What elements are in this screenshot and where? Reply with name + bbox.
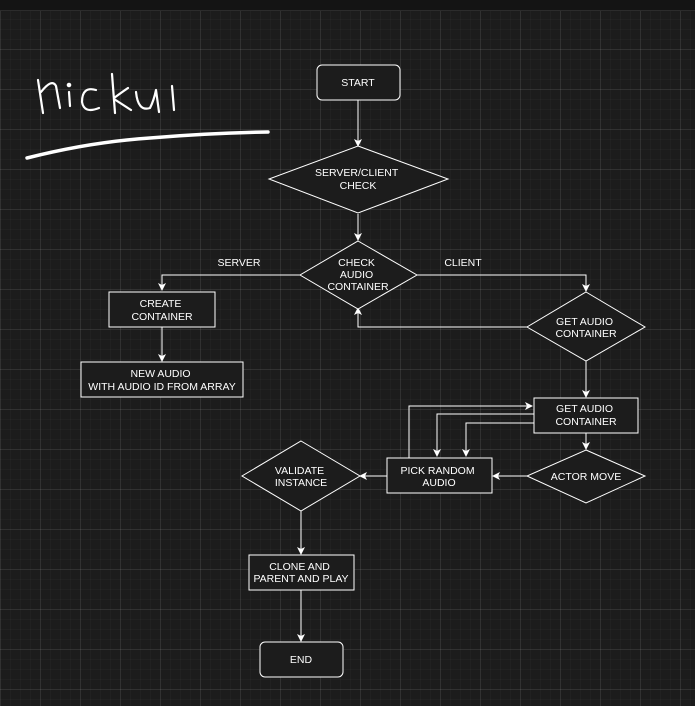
get-audio-container-label: GET AUDIO CONTAINER — [555, 403, 616, 428]
end-label: END — [290, 654, 313, 666]
server-edge-label: SERVER — [218, 257, 261, 269]
check-audio-container-label: CHECK AUDIO CONTAINER — [327, 257, 388, 293]
edge-check-audio-server — [158, 274, 300, 291]
edge-check-audio-client — [416, 274, 590, 292]
server-client-check-label: SERVER/CLIENT CHECK — [315, 167, 401, 192]
end-node[interactable] — [259, 641, 344, 678]
check-audio-container-node[interactable] — [299, 240, 419, 310]
edge-box-loop-left-2 — [462, 422, 534, 457]
get-audio-container-check-label: GET AUDIO CONTAINER — [555, 316, 616, 340]
start-node[interactable] — [316, 64, 401, 101]
validate-instance-label: VALIDATE INSTANCE — [275, 465, 327, 489]
clone-and-play-node[interactable] — [248, 554, 355, 591]
edge-get-audio-check-loop — [354, 307, 528, 328]
create-container-label: CREATE CONTAINER — [131, 298, 192, 323]
start-label: START — [341, 77, 375, 89]
actor-move-label: ACTOR MOVE — [551, 471, 621, 483]
edge-pick-loop-up — [408, 402, 533, 458]
pick-random-audio-node[interactable] — [386, 457, 493, 494]
server-client-check-node[interactable] — [267, 145, 450, 214]
actor-move-node[interactable] — [525, 449, 647, 504]
new-audio-label: NEW AUDIO WITH AUDIO ID FROM ARRAY — [88, 368, 235, 393]
connectors — [158, 100, 590, 642]
edge-box-loop-left — [433, 413, 534, 457]
top-bar — [0, 0, 695, 11]
pick-random-audio-label: PICK RANDOM AUDIO — [400, 465, 477, 489]
clone-and-play-label: CLONE AND PARENT AND PLAY — [253, 561, 348, 585]
create-container-node[interactable] — [108, 291, 216, 328]
get-audio-container-check-node[interactable] — [526, 291, 646, 362]
get-audio-container-node[interactable] — [533, 397, 639, 434]
client-edge-label: CLIENT — [444, 257, 482, 269]
new-audio-node[interactable] — [80, 361, 244, 398]
signature-logo — [25, 72, 270, 160]
validate-instance-node[interactable] — [241, 440, 361, 512]
